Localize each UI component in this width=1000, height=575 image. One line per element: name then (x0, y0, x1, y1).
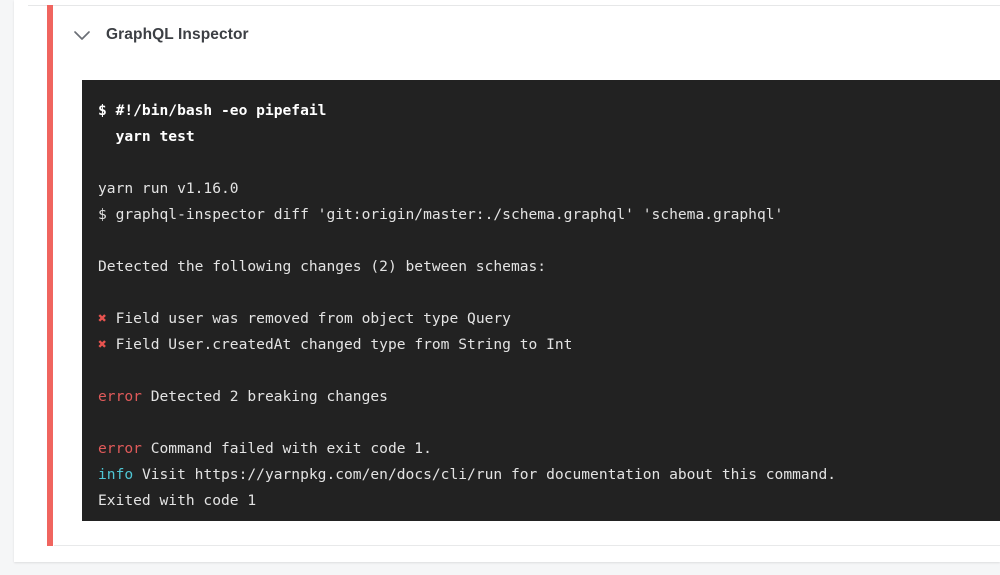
log-segment-info: info (98, 466, 134, 483)
build-log-console[interactable]: $ #!/bin/bash -eo pipefail yarn test yar… (82, 80, 1000, 521)
log-line: yarn run v1.16.0 (98, 176, 1000, 202)
log-segment-normal: Command failed with exit code 1. (141, 440, 432, 457)
job-panel: GraphQL Inspector $ #!/bin/bash -eo pipe… (14, 0, 1000, 562)
log-line: info Visit https://yarnpkg.com/en/docs/c… (98, 462, 1000, 488)
log-segment-normal: yarn run v1.16.0 (98, 180, 239, 197)
log-line (98, 150, 1000, 176)
log-line: error Detected 2 breaking changes (98, 384, 1000, 410)
log-line (98, 228, 1000, 254)
log-segment-error: error (98, 440, 142, 457)
log-segment-normal: Field user was removed from object type … (106, 310, 511, 327)
job-title: GraphQL Inspector (106, 26, 249, 43)
log-segment-error: error (98, 388, 142, 405)
log-line: error Command failed with exit code 1. (98, 436, 1000, 462)
log-line: $ graphql-inspector diff 'git:origin/mas… (98, 202, 1000, 228)
log-line: yarn test (98, 124, 1000, 150)
build-log-lines: $ #!/bin/bash -eo pipefail yarn test yar… (82, 80, 1000, 514)
job-header[interactable]: GraphQL Inspector (70, 18, 249, 52)
log-segment-normal: Field User.createdAt changed type from S… (106, 336, 573, 353)
log-line: $ #!/bin/bash -eo pipefail (98, 98, 1000, 124)
log-segment-mark: ✖ (98, 336, 107, 353)
log-segment-normal: Detected the following changes (2) betwe… (98, 258, 547, 275)
log-segment-bold: yarn test (98, 128, 195, 145)
log-segment-normal: Exited with code 1 (98, 492, 257, 509)
log-segment-normal: Visit https://yarnpkg.com/en/docs/cli/ru… (133, 466, 837, 483)
log-segment-normal: $ graphql-inspector diff 'git:origin/mas… (98, 206, 784, 223)
panel-bottom-divider (54, 545, 1000, 546)
log-line: Detected the following changes (2) betwe… (98, 254, 1000, 280)
chevron-down-icon[interactable] (70, 23, 94, 47)
log-line (98, 358, 1000, 384)
log-line: ✖ Field user was removed from object typ… (98, 306, 1000, 332)
job-status-bar (47, 5, 53, 546)
panel-top-divider (28, 5, 1000, 6)
log-segment-bold: $ #!/bin/bash -eo pipefail (98, 102, 327, 119)
log-line (98, 410, 1000, 436)
log-segment-mark: ✖ (98, 310, 107, 327)
log-segment-normal: Detected 2 breaking changes (141, 388, 388, 405)
log-line: ✖ Field User.createdAt changed type from… (98, 332, 1000, 358)
log-line: Exited with code 1 (98, 488, 1000, 514)
log-line (98, 280, 1000, 306)
